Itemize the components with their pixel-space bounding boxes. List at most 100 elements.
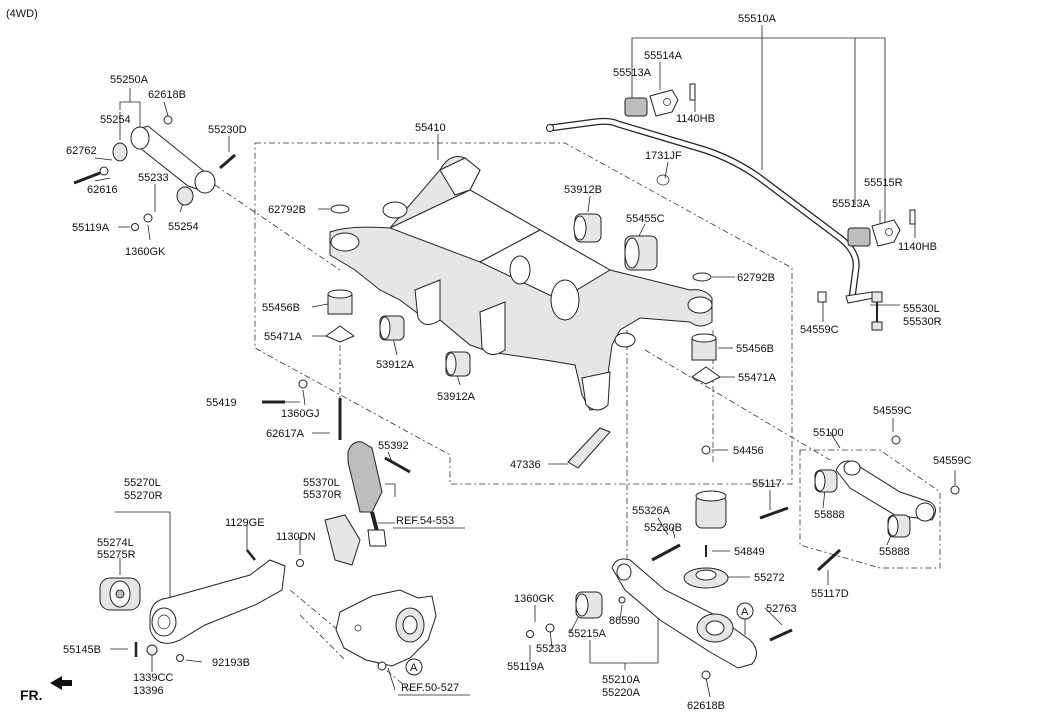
part-label: 62762	[66, 145, 97, 157]
mount-plate-icon	[691, 366, 721, 385]
part-label: 13396	[133, 685, 164, 697]
lower-control-arm-group	[526, 490, 793, 680]
reference-label: REF.54-553	[396, 515, 454, 527]
part-label: 52763	[766, 603, 797, 615]
part-label: 55100	[813, 427, 844, 439]
part-label: 54849	[734, 546, 765, 558]
part-label: 62617A	[266, 428, 305, 440]
subframe-bushings	[262, 204, 721, 469]
washer-icon	[692, 272, 712, 282]
arm-bushing-icon	[112, 142, 128, 162]
part-label: 54456	[733, 445, 764, 457]
part-label: 55233	[138, 172, 169, 184]
part-label: 55270R	[124, 490, 163, 502]
bushing-55455c-icon	[624, 235, 658, 271]
part-label: 53912A	[376, 359, 415, 371]
stabilizer-bushing-icon	[847, 227, 871, 247]
part-label: 55254	[100, 114, 131, 126]
part-label: 1360GJ	[281, 408, 320, 420]
part-label: 55210A	[602, 674, 641, 686]
washer-icon	[330, 204, 350, 214]
mount-plate-icon	[324, 325, 356, 343]
part-label: 55117	[752, 478, 782, 490]
front-arrow-icon	[50, 676, 72, 690]
part-label: 55215A	[568, 628, 607, 640]
nut-icon	[701, 670, 711, 680]
part-label: 62616	[87, 184, 118, 196]
guard-plate-icon	[567, 427, 611, 469]
bolt-icon	[759, 506, 789, 520]
part-label: 55117D	[811, 588, 849, 600]
part-label: 55530R	[903, 316, 942, 328]
bolt-icon	[689, 83, 696, 101]
washer-icon	[176, 654, 184, 662]
part-label: 55119A	[507, 661, 545, 673]
nut-icon	[146, 644, 158, 656]
part-label: 54559C	[800, 324, 839, 336]
nut-icon	[163, 115, 173, 125]
part-label: 55888	[814, 509, 845, 521]
part-label: 55272	[754, 572, 785, 584]
shock-bracket-icon	[324, 514, 361, 566]
variant-label: (4WD)	[6, 8, 38, 20]
stabilizer-bar-group	[546, 83, 916, 331]
part-label: 54559C	[933, 455, 972, 467]
part-label: 55471A	[738, 372, 777, 384]
bolt-icon	[651, 543, 681, 562]
part-label: 1360GK	[125, 246, 166, 258]
callout-a-circle	[736, 602, 754, 620]
callout-a-label: A	[741, 606, 749, 618]
front-direction-label: FR.	[20, 687, 43, 703]
part-label: 55274L	[97, 537, 134, 549]
bump-stopper-icon	[695, 490, 727, 529]
control-arm-55100-group	[759, 435, 960, 572]
lower-arm-group-frame	[799, 449, 941, 569]
stabilizer-bushing-icon	[624, 97, 648, 117]
bushing-53912a-icon	[445, 351, 471, 377]
part-label: 62618B	[148, 89, 186, 101]
subframe-group-frame	[254, 142, 793, 485]
part-label: 55230D	[208, 124, 247, 136]
bushing-bracket-icon	[649, 89, 679, 117]
spring-seat-icon	[683, 567, 729, 589]
part-label: 55513A	[832, 198, 871, 210]
part-label: 55145B	[63, 644, 101, 656]
part-label: 55250A	[110, 74, 149, 86]
part-label: 62792B	[268, 204, 306, 216]
part-label: 55510A	[738, 13, 777, 25]
part-label: 54559C	[873, 405, 912, 417]
leader-lines	[94, 25, 956, 698]
bolt-icon	[384, 456, 411, 474]
part-label: 55275R	[97, 549, 136, 561]
bolt-icon	[73, 171, 101, 185]
nut-icon	[296, 559, 304, 567]
part-label: 55254	[168, 221, 199, 233]
bolt-icon	[769, 628, 793, 642]
nut-icon	[131, 223, 139, 231]
part-label: 55456B	[736, 343, 774, 355]
trailing-arm-bushing-icon	[99, 577, 141, 611]
knuckle-group	[335, 589, 437, 671]
nut-icon	[891, 435, 901, 445]
guide-line	[299, 614, 346, 661]
upper-arm-group	[73, 115, 236, 231]
subframe-opening	[550, 279, 580, 321]
nut-icon	[298, 379, 308, 389]
part-label: 47336	[510, 459, 541, 471]
part-label: 1140HB	[676, 113, 715, 125]
bushing-53912a-icon	[379, 315, 405, 341]
part-label: 55456B	[262, 302, 300, 314]
nut-icon	[701, 445, 711, 455]
part-label: 1360GK	[514, 593, 555, 605]
part-label: 62792B	[737, 272, 775, 284]
bolt-icon	[909, 209, 916, 225]
part-label: 55513A	[613, 67, 652, 79]
part-label: 55419	[206, 397, 237, 409]
nut-icon	[526, 630, 534, 638]
part-label: 55455C	[626, 213, 665, 225]
part-label: 55370R	[303, 489, 342, 501]
part-label: 1140HB	[898, 241, 937, 253]
part-label: 53912A	[437, 391, 476, 403]
part-label: 55270L	[124, 477, 161, 489]
